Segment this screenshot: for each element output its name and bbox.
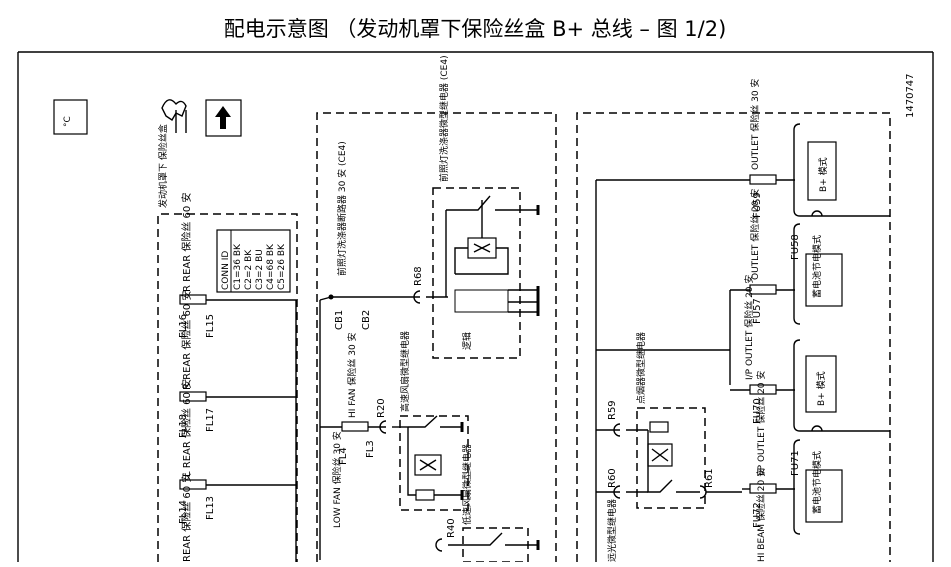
svg-text:蓄电池节电模式: 蓄电池节电模式 bbox=[811, 451, 823, 514]
hi-beam-label: HI BEAM 保险丝 20 安 bbox=[755, 468, 767, 562]
fuse-conn: FL15 bbox=[205, 314, 216, 338]
r20-label: R20 bbox=[376, 398, 387, 418]
r68-label: R68 bbox=[413, 266, 424, 286]
bracket-3 bbox=[793, 339, 890, 432]
battery-mode-box-2: 蓄电池节电模式 bbox=[805, 451, 843, 523]
outlet2-label: OUTLET 保险丝 20 安 bbox=[749, 189, 761, 280]
fuse-fu70: I/P OUTLET 保险丝 20 安 FU70 bbox=[730, 275, 795, 424]
fuse-id: FL16 bbox=[178, 314, 189, 338]
bracket-2 bbox=[793, 223, 801, 325]
fu59-label: FU59 bbox=[752, 192, 763, 218]
conn-id-line: C5=26 BK bbox=[277, 243, 287, 290]
ip-outlet1-label: I/P OUTLET 保险丝 20 安 bbox=[743, 275, 755, 380]
svg-text:°C: °C bbox=[63, 116, 73, 127]
outlet1-label: OUTLET 保险丝 30 安 bbox=[749, 79, 761, 170]
fu70-label: FU70 bbox=[752, 398, 763, 424]
logic-label: 逻辑 bbox=[461, 332, 473, 350]
arrow-up-icon bbox=[205, 99, 242, 137]
r59-label: R59 bbox=[607, 400, 618, 420]
r40-label: R40 bbox=[446, 518, 457, 538]
cb1-label: CB1 bbox=[334, 310, 345, 330]
svg-text:B+ 模式: B+ 模式 bbox=[815, 371, 827, 406]
b-plus-mode-box-2: B+ 模式 bbox=[805, 355, 837, 413]
jumper-2 bbox=[811, 425, 823, 432]
conn-id-line: C2=2 BK bbox=[244, 249, 254, 290]
low-speed-fan-relay: 低速风扇微型继电器 bbox=[461, 444, 540, 563]
page-title: 配电示意图 （发动机罩下保险丝盒 B+ 总线 – 图 1/2) bbox=[224, 17, 727, 41]
conn-id-line: C1=36 BK bbox=[233, 243, 243, 290]
fuse-conn: FL13 bbox=[205, 496, 216, 520]
fuse-fu59: OUTLET 保险丝 30 安 FU59 bbox=[749, 79, 795, 218]
conn-id-header: CONN ID bbox=[221, 251, 231, 290]
breaker-label: 前照灯洗涤器断路器 30 安 (CE4) bbox=[336, 141, 348, 276]
fuse-label: REAR 保险丝 60 安 bbox=[180, 473, 193, 562]
low-fan-label: LOW FAN 保险丝 30 安 bbox=[331, 431, 343, 528]
cigar-relay-label: 点烟器微型继电器 bbox=[635, 332, 647, 404]
hi-speed-fan-relay: 高速风扇微型继电器 bbox=[399, 331, 469, 511]
conn-id-box: CONN ID C1=36 BK C2=2 BK C3=2 BU C4=68 B… bbox=[216, 229, 291, 293]
mid-enclosure bbox=[316, 112, 557, 562]
temperature-symbol-icon: °C bbox=[53, 99, 88, 135]
document-number: 1470747 bbox=[905, 73, 916, 118]
ip-outlet2-label: I/P OUTLET 保险丝 20 安 bbox=[755, 371, 767, 476]
conn-id-line: C3=2 BU bbox=[255, 249, 265, 290]
bracket-4 bbox=[793, 439, 801, 535]
fuse-rear-partial: REAR 保险丝 60 安 bbox=[180, 473, 193, 562]
r60-label: R60 bbox=[607, 468, 618, 488]
headlamp-washer-breaker: 前照灯洗涤器断路器 30 安 (CE4) CB1 CB2 R68 bbox=[319, 141, 448, 330]
fuse-fu57: OUTLET 保险丝 20 安 FU57 FU58 bbox=[729, 189, 801, 385]
high-beam-relay: 远光微型继电器 bbox=[606, 499, 618, 562]
fu57-label: FU57 bbox=[752, 298, 763, 324]
fuse-box-enclosure bbox=[157, 213, 298, 562]
fu72-label: FU72 bbox=[752, 502, 763, 528]
low-fan-fuse: LOW FAN 保险丝 30 安 R40 bbox=[331, 431, 470, 552]
hand-tool-icon bbox=[161, 99, 187, 133]
bracket-1 bbox=[793, 123, 890, 217]
fu71-label: FU71 bbox=[790, 450, 801, 476]
hi-fan-fuse: HI FAN 保险丝 30 安 FL4 FL3 R20 bbox=[320, 332, 408, 465]
fuse-id: FL14 bbox=[178, 500, 189, 524]
svg-text:蓄电池节电模式: 蓄电池节电模式 bbox=[811, 235, 823, 298]
svg-text:发动机罩下 保险丝盒: 发动机罩下 保险丝盒 bbox=[157, 124, 169, 208]
battery-mode-box-1: 蓄电池节电模式 bbox=[805, 235, 843, 307]
svg-text:B+ 模式: B+ 模式 bbox=[817, 157, 829, 192]
fu58-label: FU58 bbox=[790, 234, 801, 260]
fuse-box-label: 发动机罩下 保险丝盒 bbox=[157, 124, 169, 208]
hi-beam-fuse: HI BEAM 保险丝 20 安 bbox=[755, 468, 767, 562]
cigar-relay: R59 R60 点烟器微型继电器 R61 bbox=[596, 332, 742, 509]
hi-relay-label: 高速风扇微型继电器 bbox=[399, 331, 411, 412]
washer-relay-label: 前照灯洗涤器微型继电器 (CE4) bbox=[438, 55, 450, 182]
high-beam-relay-label: 远光微型继电器 bbox=[606, 499, 618, 562]
fuse-fl18: R REAR 保险丝 60 安 FL18 FL17 bbox=[178, 291, 296, 438]
fl3-label: FL3 bbox=[365, 440, 376, 458]
fuse-fl16: R REAR 保险丝 60 安 FL16 FL15 bbox=[178, 193, 296, 338]
washer-relay: 前照灯洗涤器微型继电器 (CE4) 逻辑 bbox=[432, 55, 540, 359]
right-enclosure bbox=[576, 112, 891, 562]
r61-label: R61 bbox=[704, 468, 715, 488]
fl4-label: FL4 bbox=[338, 447, 349, 465]
fuse-conn: FL17 bbox=[205, 408, 216, 432]
conn-id-line: C4=68 BK bbox=[266, 243, 276, 290]
low-relay-label: 低速风扇微型继电器 bbox=[461, 444, 473, 525]
jumper-1 bbox=[811, 210, 823, 217]
fuse-label: R REAR 保险丝 60 安 bbox=[180, 193, 193, 292]
fuse-fl14: L REAR 保险丝 60 安 FL14 FL13 bbox=[178, 379, 296, 524]
fuse-id: FL18 bbox=[178, 414, 189, 438]
fuse-label: R REAR 保险丝 60 安 bbox=[180, 291, 193, 390]
fuse-fu72: I/P OUTLET 保险丝 20 安 FU72 FU71 bbox=[742, 371, 801, 528]
fuse-label: L REAR 保险丝 60 安 bbox=[180, 379, 193, 477]
cb2-label: CB2 bbox=[361, 310, 372, 330]
b-plus-mode-box-1: B+ 模式 bbox=[807, 141, 837, 201]
hi-fan-label: HI FAN 保险丝 30 安 bbox=[346, 332, 358, 418]
